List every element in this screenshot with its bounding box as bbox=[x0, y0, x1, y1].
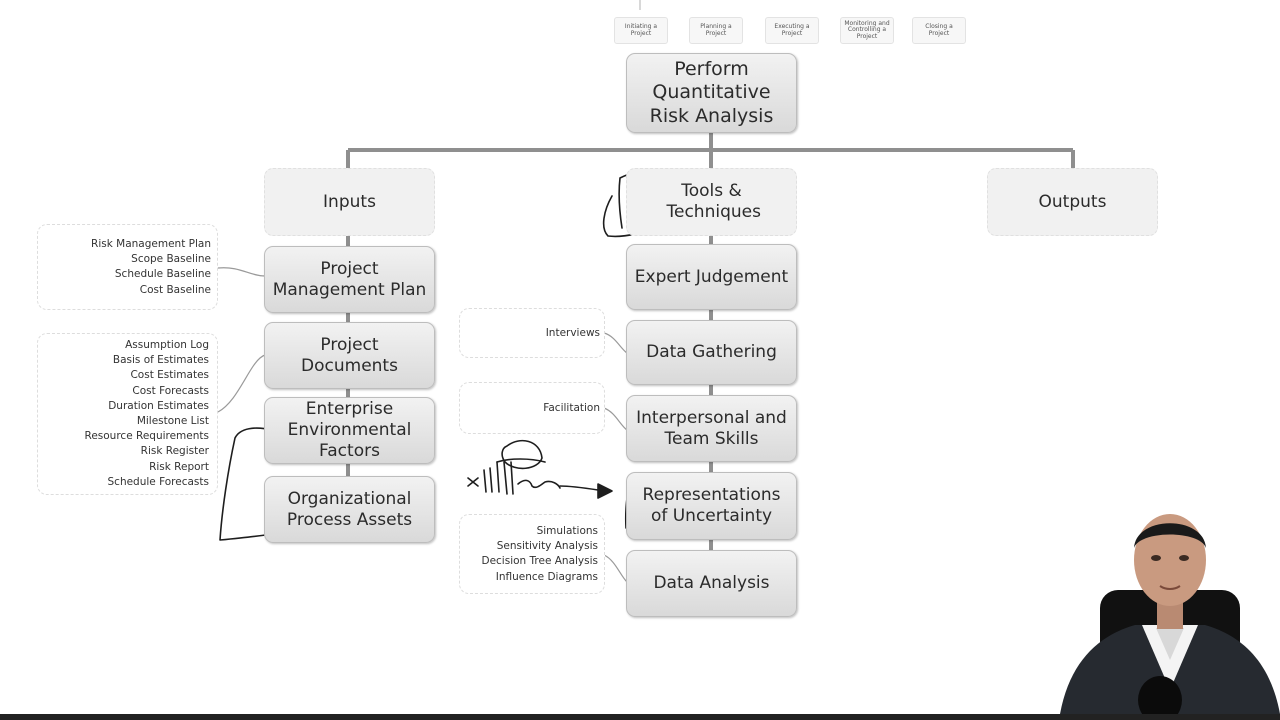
note-item: Cost Estimates bbox=[130, 369, 209, 382]
note-item: Simulations bbox=[536, 525, 598, 537]
tool-data-gathering: Data Gathering bbox=[626, 320, 797, 385]
note-item: Risk Register bbox=[140, 445, 209, 458]
note-item: Scope Baseline bbox=[131, 253, 211, 266]
note-data-gathering: Interviews bbox=[459, 308, 605, 358]
video-bottom-bar bbox=[0, 714, 1280, 720]
tools-header: Tools & Techniques bbox=[626, 168, 797, 236]
note-item: Interviews bbox=[545, 327, 600, 339]
note-item: Decision Tree Analysis bbox=[481, 555, 598, 568]
inputs-header: Inputs bbox=[264, 168, 435, 236]
process-title: Perform Quantitative Risk Analysis bbox=[649, 58, 774, 127]
inputs-header-label: Inputs bbox=[323, 191, 376, 212]
process-group-executing: Executing a Project bbox=[765, 17, 819, 44]
tool-representations-of-uncertainty: Representations of Uncertainty bbox=[626, 472, 797, 540]
note-item: Milestone List bbox=[136, 415, 209, 428]
outputs-header-label: Outputs bbox=[1038, 191, 1107, 212]
outputs-header: Outputs bbox=[987, 168, 1158, 236]
input-label: Organizational Process Assets bbox=[286, 488, 413, 530]
note-item: Cost Baseline bbox=[139, 283, 211, 296]
input-label: Project Documents bbox=[301, 334, 398, 376]
input-label: Project Management Plan bbox=[272, 258, 427, 300]
tool-interpersonal-team-skills: Interpersonal and Team Skills bbox=[626, 395, 797, 462]
process-group-planning: Planning a Project bbox=[689, 17, 743, 44]
note-item: Risk Report bbox=[149, 460, 209, 473]
note-item: Sensitivity Analysis bbox=[496, 540, 598, 553]
tool-label: Interpersonal and Team Skills bbox=[636, 407, 787, 449]
process-group-closing: Closing a Project bbox=[912, 17, 966, 44]
note-interpersonal: Facilitation bbox=[459, 382, 605, 434]
note-item: Cost Forecasts bbox=[132, 384, 209, 397]
note-pm-plan-components: Risk Management Plan Scope Baseline Sche… bbox=[37, 224, 218, 310]
tool-expert-judgement: Expert Judgement bbox=[626, 244, 797, 310]
note-item: Influence Diagrams bbox=[495, 570, 598, 583]
input-enterprise-environmental-factors: Enterprise Environmental Factors bbox=[264, 397, 435, 464]
note-item: Risk Management Plan bbox=[91, 238, 211, 250]
tool-label: Data Gathering bbox=[646, 342, 777, 363]
note-item: Schedule Baseline bbox=[114, 268, 211, 281]
note-item: Basis of Estimates bbox=[112, 354, 209, 367]
note-item: Schedule Forecasts bbox=[107, 475, 210, 488]
note-item: Resource Requirements bbox=[84, 430, 210, 443]
input-project-documents: Project Documents bbox=[264, 322, 435, 389]
process-title-box: Perform Quantitative Risk Analysis bbox=[626, 53, 797, 133]
tool-label: Representations of Uncertainty bbox=[642, 485, 781, 526]
input-label: Enterprise Environmental Factors bbox=[287, 399, 412, 461]
note-project-documents: Assumption Log Basis of Estimates Cost E… bbox=[37, 333, 218, 495]
presenter-video bbox=[1060, 514, 1280, 714]
tool-data-analysis: Data Analysis bbox=[626, 550, 797, 617]
process-group-monitoring: Monitoring and Controlling a Project bbox=[840, 17, 894, 44]
note-item: Facilitation bbox=[543, 402, 600, 414]
tool-label: Data Analysis bbox=[653, 573, 770, 594]
note-item: Duration Estimates bbox=[108, 399, 209, 412]
tool-label: Expert Judgement bbox=[634, 266, 789, 287]
tools-header-label: Tools & Techniques bbox=[666, 181, 761, 222]
note-data-analysis: Simulations Sensitivity Analysis Decisio… bbox=[459, 514, 605, 594]
process-group-initiating: Initiating a Project bbox=[614, 17, 668, 44]
note-item: Assumption Log bbox=[125, 339, 209, 351]
input-project-management-plan: Project Management Plan bbox=[264, 246, 435, 313]
input-organizational-process-assets: Organizational Process Assets bbox=[264, 476, 435, 543]
